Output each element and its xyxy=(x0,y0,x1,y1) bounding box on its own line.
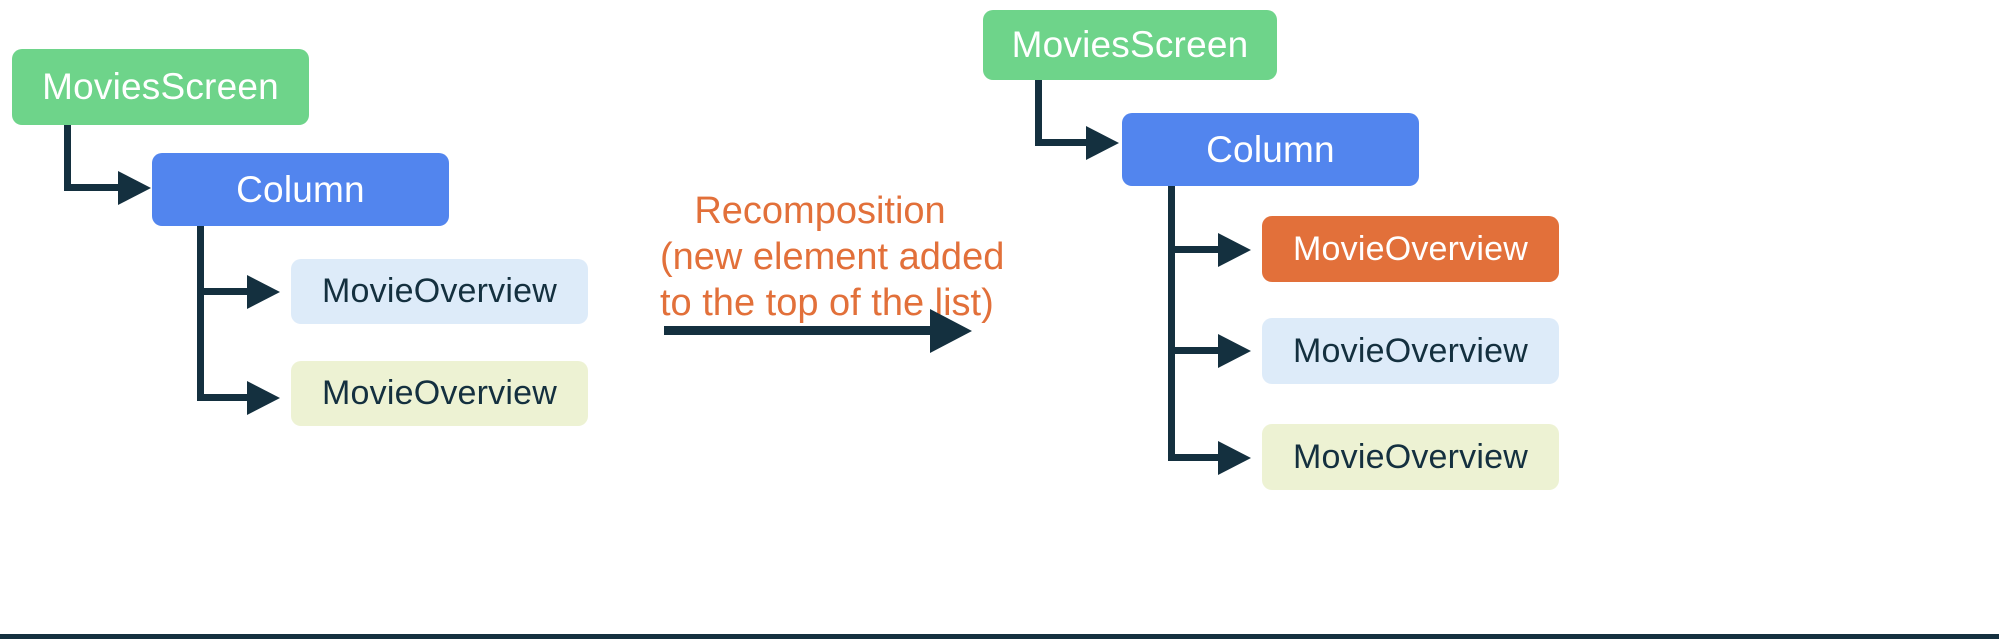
before-connector-screen-to-column-horizontal xyxy=(64,184,122,191)
after-movies-screen-label: MoviesScreen xyxy=(1011,24,1249,65)
after-arrow-branch-3-icon xyxy=(1218,441,1251,475)
after-movie-overview-2-label: MovieOverview xyxy=(1293,331,1528,370)
after-connector-screen-to-column-horizontal xyxy=(1035,139,1090,146)
before-node-movie-overview-1[interactable]: MovieOverview xyxy=(291,259,588,324)
before-connector-branch-1 xyxy=(197,288,251,295)
before-movie-overview-2-label: MovieOverview xyxy=(322,374,557,412)
after-movie-overview-3-label: MovieOverview xyxy=(1293,437,1528,476)
before-movie-overview-1-label: MovieOverview xyxy=(322,272,557,310)
before-node-movies-screen[interactable]: MoviesScreen xyxy=(12,49,309,125)
before-column-label: Column xyxy=(236,168,365,210)
recomposition-caption-line-2: (new element added xyxy=(660,236,1005,278)
after-node-movie-overview-2[interactable]: MovieOverview xyxy=(1262,318,1559,384)
after-connector-branch-1 xyxy=(1168,246,1222,253)
after-movie-overview-1-label: MovieOverview xyxy=(1293,229,1528,268)
before-connector-screen-to-column-vertical xyxy=(64,125,71,191)
after-node-column[interactable]: Column xyxy=(1122,113,1419,186)
recomposition-caption: Recomposition (new element added to the … xyxy=(660,188,1005,326)
after-node-movie-overview-3[interactable]: MovieOverview xyxy=(1262,424,1559,490)
recomposition-caption-line-1: Recomposition xyxy=(694,190,946,232)
after-arrow-branch-2-icon xyxy=(1218,334,1251,368)
before-arrow-screen-to-column-icon xyxy=(118,171,151,205)
before-arrow-branch-2-icon xyxy=(247,381,280,415)
before-node-movie-overview-2[interactable]: MovieOverview xyxy=(291,361,588,426)
after-connector-screen-to-column-vertical xyxy=(1035,80,1042,146)
before-arrow-branch-1-icon xyxy=(247,275,280,309)
after-connector-column-trunk xyxy=(1168,186,1175,461)
transition-arrow-head-icon xyxy=(930,309,972,353)
after-arrow-screen-to-column-icon xyxy=(1086,126,1119,160)
before-movies-screen-label: MoviesScreen xyxy=(42,66,279,107)
after-arrow-branch-1-icon xyxy=(1218,233,1251,267)
after-node-movie-overview-1[interactable]: MovieOverview xyxy=(1262,216,1559,282)
after-connector-branch-2 xyxy=(1168,347,1222,354)
after-connector-branch-3 xyxy=(1168,454,1222,461)
before-connector-branch-2 xyxy=(197,394,251,401)
before-connector-column-trunk xyxy=(197,226,204,401)
after-node-movies-screen[interactable]: MoviesScreen xyxy=(983,10,1277,80)
after-column-label: Column xyxy=(1206,128,1335,170)
before-node-column[interactable]: Column xyxy=(152,153,449,226)
transition-arrow-shaft xyxy=(664,326,932,335)
